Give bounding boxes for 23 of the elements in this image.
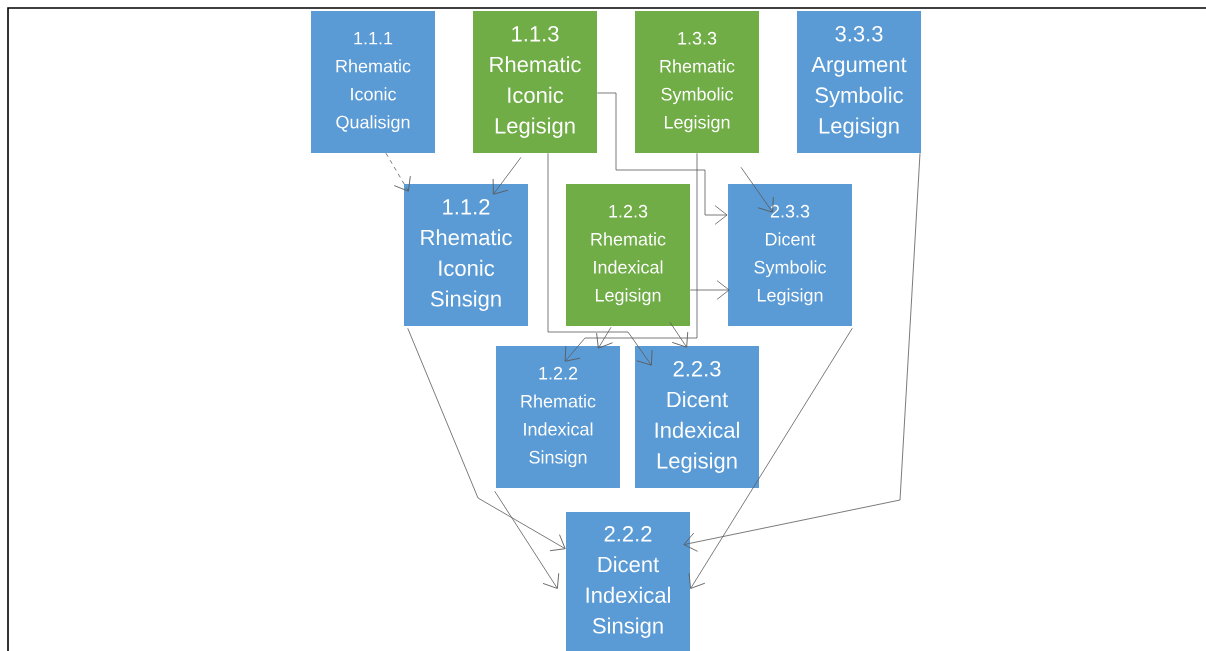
arrow bbox=[564, 152, 698, 362]
arrow bbox=[688, 327, 853, 589]
sign-box: 2.3.3 Dicent Symbolic Legisign bbox=[728, 184, 852, 326]
sign-box: 1.2.3 Rhematic Indexical Legisign bbox=[566, 184, 690, 326]
sign-box: 1.1.1 Rhematic Iconic Qualisign bbox=[311, 11, 435, 153]
sign-box: 1.2.2 Rhematic Indexical Sinsign bbox=[496, 346, 620, 488]
sign-box: 3.3.3 Argument Symbolic Legisign bbox=[797, 11, 921, 153]
arrow bbox=[407, 327, 566, 552]
sign-box: 1.3.3 Rhematic Symbolic Legisign bbox=[635, 11, 759, 153]
arrow bbox=[596, 92, 728, 225]
arrow bbox=[547, 152, 653, 366]
sign-box: 1.1.3 Rhematic Iconic Legisign bbox=[473, 11, 597, 153]
arrow bbox=[596, 326, 613, 349]
arrow bbox=[669, 321, 689, 348]
sign-box: 1.1.2 Rhematic Iconic Sinsign bbox=[404, 184, 528, 326]
sign-box: 2.2.3 Dicent Indexical Legisign bbox=[635, 346, 759, 488]
arrow bbox=[494, 490, 560, 589]
arrow bbox=[492, 156, 522, 195]
arrow bbox=[689, 280, 730, 300]
sign-box: 2.2.2 Dicent Indexical Sinsign bbox=[566, 512, 690, 651]
arrow bbox=[683, 152, 921, 552]
arrow bbox=[385, 152, 411, 192]
arrow bbox=[740, 166, 774, 213]
